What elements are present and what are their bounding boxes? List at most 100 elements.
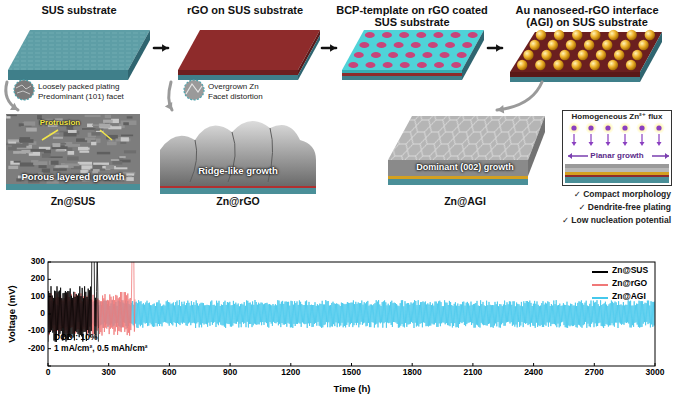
voltage-trace xyxy=(48,262,98,342)
porous-flake xyxy=(97,152,110,155)
x-tick xyxy=(594,363,595,366)
gold-nanoseed xyxy=(541,50,551,60)
flux-arrow xyxy=(641,134,642,143)
x-tick xyxy=(655,363,656,366)
zn-ions xyxy=(568,122,665,146)
flux-arrow xyxy=(589,142,594,146)
sus-slab xyxy=(8,70,128,80)
bcp-dot xyxy=(457,52,467,58)
agi-slab xyxy=(510,30,662,82)
bcp-slab xyxy=(342,73,462,76)
axis-ticks xyxy=(48,262,655,366)
arrow-head xyxy=(330,44,336,52)
porous-flake xyxy=(68,130,77,133)
gold-nanoseeds xyxy=(517,30,655,70)
node-label: Zn@AGI xyxy=(385,196,545,208)
bcp-dot xyxy=(383,62,393,68)
bcp-dot xyxy=(411,42,421,48)
feature-note: ✓ Dendrite-free plating xyxy=(578,203,671,212)
tick-label: -100 xyxy=(28,327,45,336)
axis-title: Time (h) xyxy=(334,384,371,394)
agi-slab xyxy=(640,32,662,82)
legend-swatch xyxy=(592,284,608,286)
bcp-dot xyxy=(382,32,392,38)
rgo-slab xyxy=(178,30,320,80)
voltage-trace xyxy=(48,262,655,342)
porous-flake xyxy=(92,124,99,126)
bcp-dot xyxy=(376,42,386,48)
node-heading: Dominant (002) growth xyxy=(385,162,545,172)
porous-flake xyxy=(121,135,133,137)
bcp-dot xyxy=(440,52,450,58)
x-tick xyxy=(351,363,352,366)
gold-nanoseed xyxy=(632,50,642,60)
x-tick xyxy=(472,363,473,366)
gold-nanoseed xyxy=(602,40,612,50)
x-tick xyxy=(412,363,413,366)
gold-nanoseed xyxy=(626,60,636,70)
x-tick xyxy=(533,363,534,366)
feature-note: ✓ Low nucleation potential xyxy=(562,216,671,225)
porous-flake xyxy=(78,147,88,151)
agi-slab xyxy=(510,77,640,82)
porous-flake xyxy=(8,166,18,169)
bcp-dot xyxy=(359,42,369,48)
flux-arrow xyxy=(623,142,628,146)
porous-flake xyxy=(16,178,21,181)
node-heading: SUS substrate xyxy=(4,4,154,16)
flux-arrow xyxy=(590,134,591,143)
gold-nanoseed xyxy=(548,40,558,50)
planar-zn-panel xyxy=(388,116,545,160)
sus-slab xyxy=(8,30,150,80)
gold-nanoseed xyxy=(620,40,630,50)
porous-flake xyxy=(22,143,28,146)
y-tick xyxy=(48,314,51,315)
porous-flake xyxy=(30,149,45,152)
zn-ion xyxy=(571,125,576,130)
zoom-circle xyxy=(186,84,202,94)
x-tick xyxy=(169,363,170,366)
porous-flake xyxy=(85,137,96,140)
process-stage: Au nanoseed-rGO interface (AGI) on SUS s… xyxy=(502,2,672,82)
ridge-zn-panel xyxy=(160,121,316,186)
inset-illustration xyxy=(565,175,669,177)
porous-flake xyxy=(126,177,134,181)
rgo-slab xyxy=(178,70,298,75)
gold-nanoseed xyxy=(517,60,527,70)
bcp-dot xyxy=(422,52,432,58)
bcp-dot xyxy=(394,42,404,48)
gold-nanoseed xyxy=(560,50,570,60)
porous-flake xyxy=(8,142,16,144)
gold-nanoseed xyxy=(614,50,624,60)
ridge-zn-panel xyxy=(160,186,316,188)
flux-arrow xyxy=(572,142,577,146)
tick-label: 1800 xyxy=(403,368,422,377)
bcp-dot xyxy=(417,62,427,68)
zn-ion xyxy=(622,125,627,130)
tick-label: 1500 xyxy=(342,368,361,377)
node-label: Planar growth xyxy=(563,152,671,161)
ion-halo xyxy=(653,122,665,134)
porous-flake xyxy=(79,151,89,153)
connector xyxy=(165,82,172,110)
bcp-dot xyxy=(451,62,461,68)
bcp-dot xyxy=(434,62,444,68)
porous-flake xyxy=(56,149,65,151)
porous-flake xyxy=(52,143,60,147)
bcp-dot xyxy=(462,42,472,48)
node-label: Zn@SUS xyxy=(4,196,142,208)
inset-illustration xyxy=(565,172,669,175)
arrow-head xyxy=(497,105,504,114)
planar-zn-panel xyxy=(388,116,545,185)
arrow-head xyxy=(162,44,168,52)
y-tick xyxy=(48,262,51,263)
gold-nanoseed xyxy=(578,50,588,60)
bcp-slab xyxy=(342,30,484,70)
legend-swatch xyxy=(592,271,608,273)
gold-nanoseed xyxy=(535,60,545,70)
bcp-dot xyxy=(445,42,455,48)
rgo-slab xyxy=(178,30,320,70)
porous-flake xyxy=(78,162,92,165)
flux-arrow xyxy=(640,142,645,146)
